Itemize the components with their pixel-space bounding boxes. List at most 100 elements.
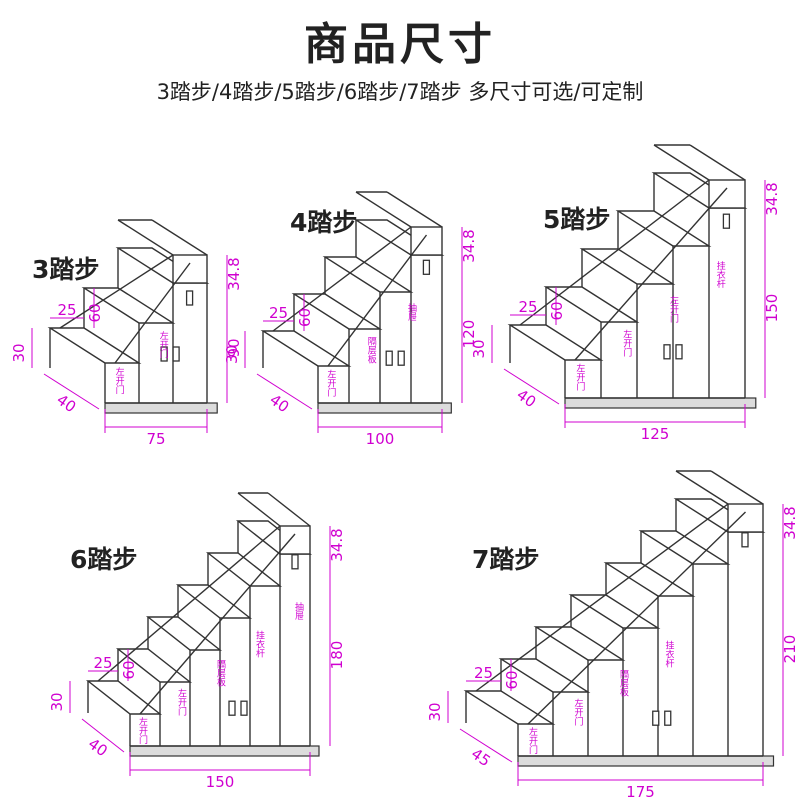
part-label: 左开门	[176, 687, 187, 716]
step-height-label: 60	[86, 303, 104, 322]
door-handle	[291, 554, 299, 570]
top-box-edge	[355, 191, 412, 228]
tread-dimension-label: 25	[269, 304, 288, 322]
bottom-height-label: 30	[426, 702, 444, 721]
total-height-label: 120	[460, 320, 478, 349]
step-tread	[47, 327, 142, 364]
step-tread	[260, 330, 352, 367]
step-height-label: 60	[296, 308, 314, 327]
bottom-height-label: 30	[470, 339, 488, 358]
model-title-5: 5踏步	[543, 205, 611, 234]
part-label: 左开门	[668, 294, 679, 323]
step-tread	[322, 256, 414, 293]
bottom-height-label: 30	[10, 343, 28, 362]
part-label: 挂衣杆	[254, 630, 265, 659]
door-handle	[663, 344, 671, 360]
part-label: 左开门	[325, 369, 336, 398]
tread-dimension-label: 25	[518, 298, 537, 316]
part-label: 左开门	[158, 330, 169, 359]
step-tread	[463, 690, 556, 725]
total-height-label: 90	[225, 338, 243, 357]
width-dimension-label: 150	[206, 773, 235, 791]
width-dimension-label: 175	[626, 783, 655, 800]
part-label: 左开门	[527, 726, 538, 755]
top-box-edge	[386, 191, 443, 228]
door-handle	[185, 290, 194, 306]
part-label: 挂衣杆	[715, 260, 726, 289]
door-handle	[385, 350, 393, 366]
top-box-edge	[675, 470, 729, 505]
handrail-line	[114, 262, 191, 364]
part-label: 左开门	[574, 363, 585, 392]
bottom-height-label: 30	[223, 345, 241, 364]
tread-dimension-label: 25	[57, 301, 76, 319]
top-height-label: 34.8	[225, 257, 243, 290]
door-handle	[240, 700, 248, 716]
width-dimension-label: 100	[366, 430, 395, 448]
door-handle	[422, 259, 431, 275]
depth-dimension-line	[256, 373, 313, 410]
top-box	[279, 525, 311, 555]
step-height-label: 60	[548, 301, 566, 320]
top-height-label: 34.8	[763, 182, 781, 215]
top-box-edge	[710, 470, 764, 505]
handrail-line	[527, 511, 746, 725]
total-height-label: 180	[328, 641, 346, 670]
door-handle	[652, 710, 660, 726]
top-box-edge	[117, 219, 174, 256]
model-title-6: 6踏步	[70, 545, 138, 574]
part-label: 隔层板	[618, 670, 629, 698]
depth-dimension-line	[503, 368, 560, 405]
bottom-height-label: 30	[48, 692, 66, 711]
door-handle	[675, 344, 683, 360]
base-plinth	[104, 402, 218, 414]
handrail-line	[519, 179, 710, 326]
handrail-line	[139, 533, 296, 715]
model-title-7: 7踏步	[472, 545, 540, 574]
model-title-3: 3踏步	[32, 255, 100, 284]
depth-dimension-line	[43, 373, 100, 410]
part-label: 左开门	[573, 697, 584, 726]
top-box	[708, 179, 746, 209]
total-height-label: 210	[781, 635, 799, 664]
width-dimension-label: 125	[641, 425, 670, 443]
part-label: 左开门	[621, 329, 632, 358]
top-box-edge	[151, 219, 208, 256]
top-box	[727, 503, 764, 533]
width-dimension-label: 75	[146, 430, 165, 448]
base-plinth	[517, 755, 775, 767]
top-box	[410, 226, 443, 256]
tread-dimension-label: 25	[474, 664, 493, 682]
total-height-label: 150	[763, 294, 781, 323]
tread-dimension-label: 25	[93, 654, 112, 672]
step-height-label: 60	[503, 670, 521, 689]
top-box-edge	[689, 144, 746, 181]
door-handle	[664, 710, 672, 726]
part-label: 左开门	[114, 366, 125, 395]
door-handle	[397, 350, 405, 366]
door-handle	[228, 700, 236, 716]
door-handle	[722, 213, 731, 229]
top-height-label: 34.8	[460, 229, 478, 262]
door-handle	[741, 532, 749, 548]
handrail-line	[574, 187, 728, 361]
top-box-edge	[267, 492, 311, 527]
base-plinth	[129, 745, 320, 757]
part-label: 隔层板	[215, 660, 226, 688]
base-plinth	[317, 402, 452, 414]
step-tread	[85, 680, 163, 715]
handrail-line	[327, 234, 428, 367]
top-box-edge	[237, 492, 281, 527]
door-handle	[172, 346, 180, 362]
base-plinth	[564, 397, 757, 409]
step-tread	[175, 584, 253, 619]
page-subtitle: 3踏步/4踏步/5踏步/6踏步/7踏步 多尺寸可选/可定制	[156, 80, 644, 104]
handrail-line	[272, 226, 412, 332]
top-height-label: 34.8	[781, 506, 799, 539]
top-height-label: 34.8	[328, 528, 346, 561]
